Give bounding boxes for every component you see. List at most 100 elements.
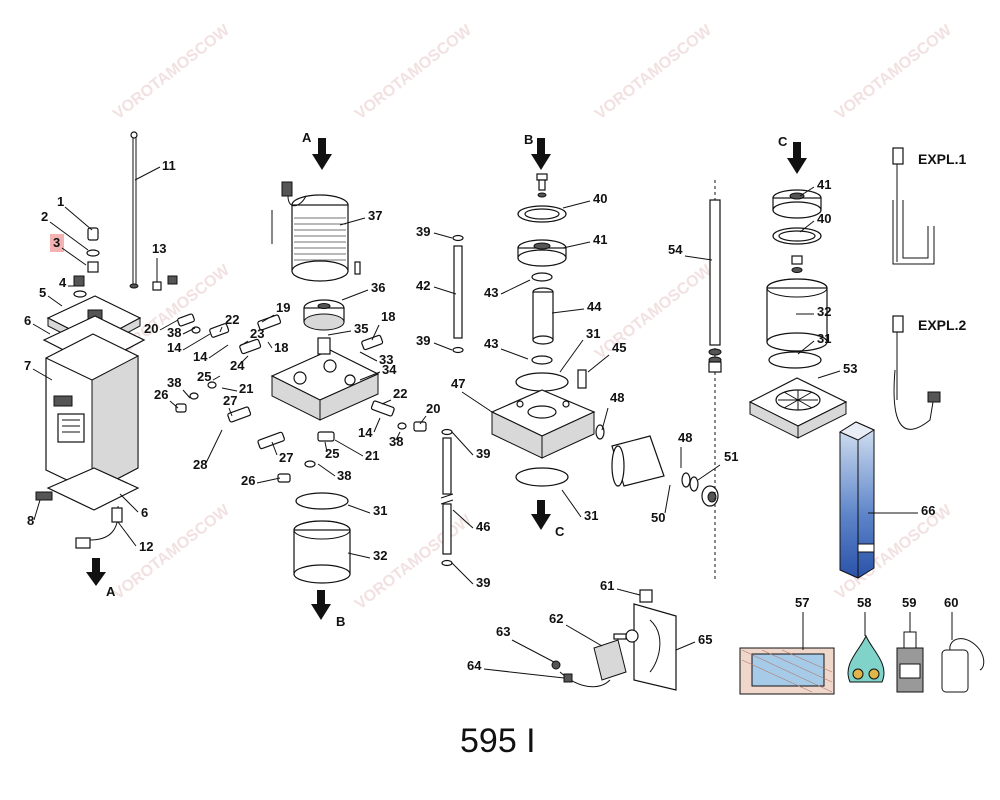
callout-number: 25 xyxy=(325,446,339,461)
highlight-part-3 xyxy=(50,234,64,252)
callout-leader-line xyxy=(64,206,93,231)
callout-number: 48 xyxy=(678,430,692,445)
callout-number: 50 xyxy=(651,510,665,525)
callout-leader-line xyxy=(799,186,815,197)
arrow-b-top: B xyxy=(524,132,551,170)
callout-leader-line xyxy=(433,342,453,351)
callout-leader-line xyxy=(119,493,139,513)
callout-leader-line xyxy=(327,330,352,336)
callout-number: 24 xyxy=(230,358,245,373)
rods-assembly xyxy=(440,234,464,567)
callout-leader-line xyxy=(359,351,378,362)
callout-leader-line xyxy=(169,400,179,409)
callout-number: 18 xyxy=(381,309,395,324)
callout-leader-line xyxy=(551,308,585,314)
callout-number: 39 xyxy=(476,575,490,590)
callout-number: 26 xyxy=(241,473,255,488)
callout-number: 43 xyxy=(484,336,498,351)
callout-leader-line xyxy=(256,477,281,484)
callout-leader-line xyxy=(347,552,371,559)
callout-number: 41 xyxy=(593,232,607,247)
callout-leader-line xyxy=(134,166,161,181)
callout-leader-line xyxy=(451,562,474,585)
callout-lines xyxy=(32,166,953,679)
arrow-a-down: A xyxy=(86,558,116,599)
callout-leader-line xyxy=(381,399,392,405)
callout-number: 3 xyxy=(53,235,60,250)
callout-number: 20 xyxy=(144,321,158,336)
callout-number: 14 xyxy=(193,349,208,364)
callout-leader-line xyxy=(205,429,223,464)
callout-number: 41 xyxy=(817,177,831,192)
callout-leader-line xyxy=(616,588,641,596)
callout-number: 60 xyxy=(944,595,958,610)
callout-leader-line xyxy=(159,319,179,331)
top-cap-assembly xyxy=(748,189,848,439)
callout-number: 7 xyxy=(24,358,31,373)
callout-number: 21 xyxy=(365,448,379,463)
callout-leader-line xyxy=(239,340,249,347)
callout-number: 28 xyxy=(193,457,207,472)
callout-leader-line xyxy=(33,499,41,521)
callout-number: 39 xyxy=(476,446,490,461)
expl-1-bracket: EXPL.1 xyxy=(892,147,966,265)
callout-leader-line xyxy=(117,521,137,547)
arrow-a-top: A xyxy=(302,130,332,170)
callout-number: 11 xyxy=(162,158,176,173)
watermark: VOROTAMOSCOW xyxy=(110,501,234,603)
callout-leader-line xyxy=(433,232,453,239)
callout-leader-line xyxy=(208,344,229,359)
callout-number: 38 xyxy=(389,434,403,449)
page-title: 595 I xyxy=(460,722,536,760)
callout-leader-line xyxy=(461,391,493,413)
callout-number: 18 xyxy=(274,340,288,355)
callout-number: 58 xyxy=(857,595,871,610)
callout-leader-line xyxy=(817,370,841,379)
callout-leader-line xyxy=(500,279,531,295)
callout-leader-line xyxy=(419,415,427,425)
arrow-letter-b: B xyxy=(524,132,533,147)
control-box-assembly xyxy=(35,131,178,549)
callout-leader-line xyxy=(561,489,582,518)
arrow-b-down: B xyxy=(311,590,345,629)
callout-leader-line xyxy=(221,387,238,392)
callout-leader-line xyxy=(559,339,584,373)
callout-number: 31 xyxy=(817,331,831,346)
watermark: VOROTAMOSCOW xyxy=(592,261,716,363)
callout-number: 54 xyxy=(668,242,683,257)
callout-leader-line xyxy=(237,355,249,367)
callout-leader-line xyxy=(182,389,191,399)
callout-leader-line xyxy=(664,484,671,514)
callout-number: 26 xyxy=(154,387,168,402)
callout-number: 27 xyxy=(279,450,293,465)
watermark: VOROTAMOSCOW xyxy=(352,21,476,123)
expl-2-label: EXPL.2 xyxy=(918,317,966,333)
callout-leader-line xyxy=(371,324,380,341)
callout-leader-line xyxy=(797,340,815,355)
callout-number: 65 xyxy=(698,632,712,647)
blue-cover xyxy=(838,421,876,579)
arrow-letter-b: B xyxy=(336,614,345,629)
callout-number: 47 xyxy=(451,376,465,391)
callout-leader-line xyxy=(500,348,529,360)
callout-number: 27 xyxy=(223,393,237,408)
callout-number: 19 xyxy=(276,300,290,315)
callout-leader-line xyxy=(452,509,474,529)
callout-number: 20 xyxy=(426,401,440,416)
callout-leader-line xyxy=(219,326,223,333)
callout-number: 4 xyxy=(59,275,67,290)
callout-leader-line xyxy=(511,639,555,663)
callout-leader-line xyxy=(61,247,87,266)
callout-leader-line xyxy=(451,431,474,456)
callout-leader-line xyxy=(317,463,336,477)
arrow-letter-a: A xyxy=(302,130,312,145)
callout-number: 21 xyxy=(239,381,253,396)
callout-leader-line xyxy=(182,327,196,335)
callout-number: 38 xyxy=(167,325,181,340)
callout-number: 48 xyxy=(610,390,624,405)
callout-number: 53 xyxy=(843,361,857,376)
callout-number: 40 xyxy=(817,211,831,226)
callout-number: 57 xyxy=(795,595,809,610)
callout-leader-line xyxy=(212,375,221,381)
